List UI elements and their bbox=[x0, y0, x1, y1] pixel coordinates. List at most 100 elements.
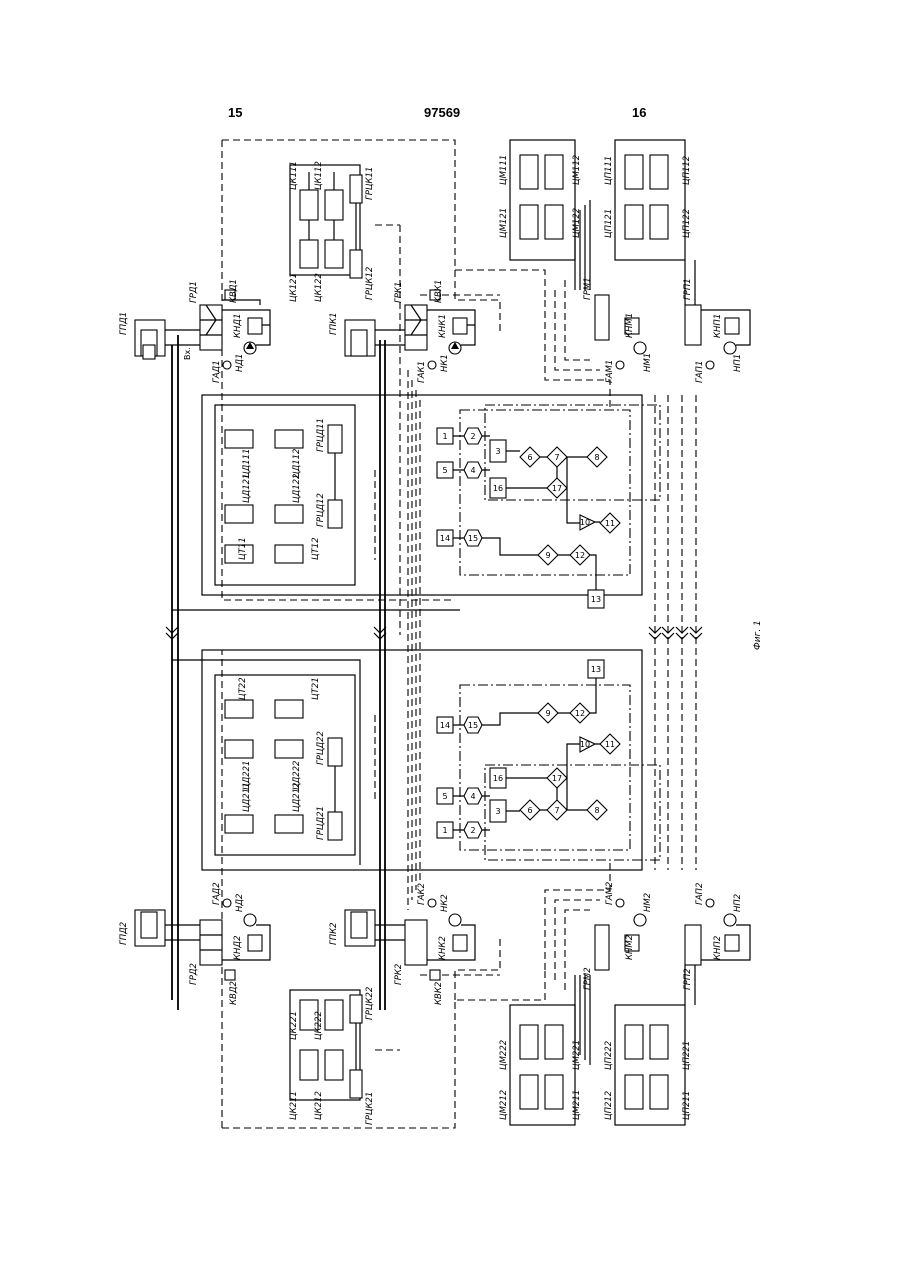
label-gruk22: ГРЦК22 bbox=[365, 987, 375, 1020]
frame-top-control-2 bbox=[485, 405, 660, 500]
grud22-valve bbox=[328, 738, 342, 766]
uk211-cyl bbox=[300, 1050, 318, 1080]
kvk2-box bbox=[430, 970, 440, 980]
label-np1: НП1 bbox=[733, 354, 743, 372]
ud122-cyl bbox=[275, 505, 303, 523]
label-ut21: ЦТ21 bbox=[311, 677, 321, 700]
block-6-bottom-label: 6 bbox=[527, 806, 532, 815]
up221-cyl bbox=[650, 1025, 668, 1059]
flow-chevrons bbox=[166, 627, 702, 639]
block-6-top-label: 6 bbox=[527, 453, 532, 462]
block-2-top-label: 2 bbox=[470, 432, 475, 441]
grud11-valve bbox=[328, 425, 342, 453]
gpd1-pipes bbox=[165, 330, 200, 345]
um211-cyl bbox=[545, 1075, 563, 1109]
ut12-cyl bbox=[275, 545, 303, 563]
block-7-bottom-label: 7 bbox=[554, 806, 559, 815]
block-13-top-label: 13 bbox=[591, 595, 601, 604]
uk222-cyl bbox=[325, 1000, 343, 1030]
block-9-top-label: 9 bbox=[545, 551, 550, 560]
label-nm1: НМ1 bbox=[643, 353, 653, 372]
um221-cyl bbox=[545, 1025, 563, 1059]
knk1-relief bbox=[453, 318, 467, 334]
label-uk111: ЦК111 bbox=[289, 161, 299, 190]
label-grm2: ГРМ2 bbox=[583, 967, 593, 990]
label-uk222: ЦК222 bbox=[314, 1011, 324, 1040]
label-grp1: ГРП1 bbox=[683, 278, 693, 300]
frame-top-outer bbox=[222, 140, 545, 600]
gpd1-rod bbox=[143, 345, 155, 359]
block-15-bottom-label: 15 bbox=[468, 721, 478, 730]
uk111-cyl bbox=[300, 190, 318, 220]
gruk22-valve bbox=[350, 995, 362, 1023]
label-ud212: ЦД212 bbox=[292, 783, 302, 812]
label-ud211: ЦД211 bbox=[242, 783, 252, 812]
ut22a-cyl bbox=[225, 700, 253, 718]
label-grud12: ГРЦД12 bbox=[316, 493, 326, 527]
label-kvd2: КВД2 bbox=[229, 981, 239, 1005]
block-10-bottom-label: 10 bbox=[580, 740, 590, 749]
block-3-top-label: 3 bbox=[495, 447, 500, 456]
nm1-pump bbox=[634, 342, 646, 354]
label-np2: НП2 bbox=[733, 894, 743, 912]
block-14-top-label: 14 bbox=[440, 534, 450, 543]
block-11-top-label: 11 bbox=[605, 519, 615, 528]
label-knp1: КНП1 bbox=[713, 314, 723, 338]
block-4-bottom-label: 4 bbox=[470, 792, 475, 801]
label-knk2: КНК2 bbox=[438, 936, 448, 960]
label-knd2: КНД2 bbox=[233, 936, 243, 960]
frame-bottom-inner bbox=[202, 650, 642, 870]
label-um122: ЦМ122 bbox=[572, 208, 582, 238]
ud111-cyl bbox=[225, 430, 253, 448]
label-gap2: ГАП2 bbox=[695, 883, 705, 905]
um121-cyl bbox=[520, 205, 538, 239]
gpd1-group bbox=[135, 290, 270, 369]
block-15-top-label: 15 bbox=[468, 534, 478, 543]
nd2-pump bbox=[244, 914, 256, 926]
block-7-top-label: 7 bbox=[554, 453, 559, 462]
grp2-valve bbox=[685, 925, 701, 965]
gpk1-group bbox=[345, 290, 475, 369]
label-gruk21: ГРЦК21 bbox=[365, 1092, 375, 1125]
label-gpd2: ГПД2 bbox=[119, 922, 129, 945]
up121-cyl bbox=[625, 205, 643, 239]
grd1-tank-lines bbox=[222, 310, 270, 345]
label-nd2: НД2 bbox=[235, 894, 245, 912]
label-um121: ЦМ121 bbox=[499, 208, 509, 238]
label-ut22: ЦТ22 bbox=[238, 677, 248, 700]
label-gak1: ГАК1 bbox=[417, 361, 427, 383]
grk2-valve bbox=[405, 920, 427, 965]
label-um222: ЦМ222 bbox=[499, 1040, 509, 1070]
control-bottom: 13 14 15 9 12 10 11 16 17 5 4 3 6 7 8 1 … bbox=[437, 660, 620, 838]
label-um112: ЦМ112 bbox=[572, 155, 582, 185]
knp1-relief bbox=[725, 318, 739, 334]
label-up221: ЦП221 bbox=[682, 1041, 692, 1070]
gpd2-pipes bbox=[165, 925, 200, 940]
knd2-relief bbox=[248, 935, 262, 951]
label-grm1: ГРМ1 bbox=[583, 277, 593, 300]
label-up121: ЦП121 bbox=[604, 209, 614, 238]
gap2-accumulator bbox=[706, 899, 714, 907]
up112-cyl bbox=[650, 155, 668, 189]
gak1-accumulator bbox=[428, 361, 436, 369]
block-13-bottom-label: 13 bbox=[591, 665, 601, 674]
gruk12-valve bbox=[350, 250, 362, 278]
label-grd2: ГРД2 bbox=[189, 963, 199, 985]
label-nm2: НМ2 bbox=[643, 893, 653, 912]
uk121-cyl bbox=[300, 240, 318, 268]
label-grk2: ГРК2 bbox=[394, 964, 404, 985]
label-ut11: ЦТ11 bbox=[238, 537, 248, 560]
knd1-relief bbox=[248, 318, 262, 334]
grd2-valve bbox=[200, 920, 222, 965]
nk2-pump bbox=[449, 914, 461, 926]
grm2-valve bbox=[595, 925, 609, 970]
nm2-pump bbox=[634, 914, 646, 926]
block-1-top-label: 1 bbox=[442, 432, 447, 441]
label-up122: ЦП122 bbox=[682, 209, 692, 238]
grud21-valve bbox=[328, 812, 342, 840]
grk1-tank-lines bbox=[427, 310, 475, 345]
label-um211: ЦМ211 bbox=[572, 1090, 582, 1120]
label-ud122: ЦД122 bbox=[292, 474, 302, 503]
uk112-cyl bbox=[325, 190, 343, 220]
ud211-cyl bbox=[225, 815, 253, 833]
